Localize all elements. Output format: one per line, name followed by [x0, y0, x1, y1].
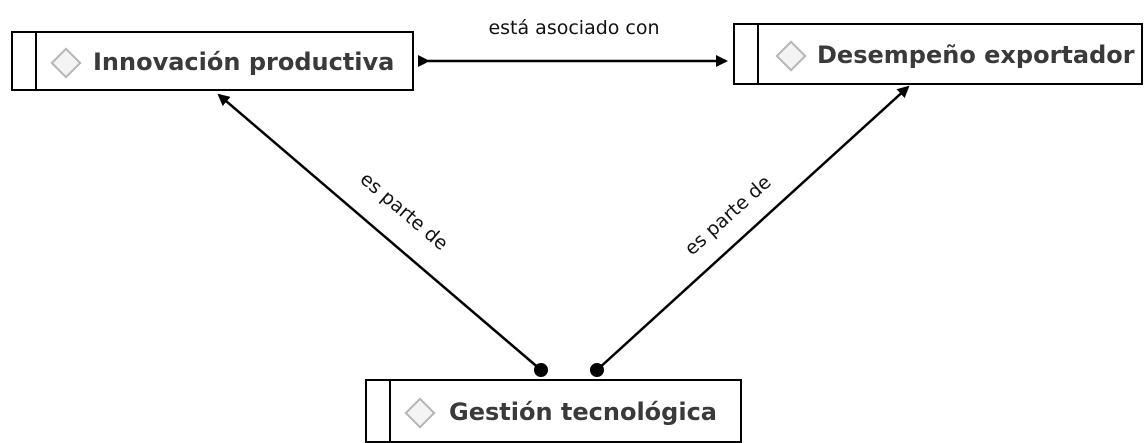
- part-of-right-connector[interactable]: [596, 85, 910, 371]
- diamond-icon: [775, 40, 807, 72]
- node-handle[interactable]: [367, 381, 391, 441]
- association-label: está asociado con: [488, 17, 659, 39]
- concept-label: Desempeño exportador: [817, 41, 1135, 69]
- part-of-left-label: es parte de: [356, 168, 452, 255]
- concept-label: Gestión tecnológica: [449, 398, 717, 426]
- concept-node-innovacion[interactable]: Innovación productiva: [11, 31, 414, 91]
- diamond-icon: [404, 397, 436, 429]
- diamond-icon: [50, 47, 82, 79]
- concept-node-desempeno[interactable]: Desempeño exportador: [733, 23, 1143, 85]
- concept-label: Innovación productiva: [93, 48, 395, 76]
- part-of-left-origin-dot: [534, 363, 548, 377]
- concept-node-gestion[interactable]: Gestión tecnológica: [365, 379, 742, 443]
- node-handle[interactable]: [13, 33, 37, 89]
- node-handle[interactable]: [735, 25, 759, 83]
- part-of-right-origin-dot: [590, 363, 604, 377]
- part-of-left-connector[interactable]: [217, 93, 542, 371]
- part-of-right-label: es parte de: [680, 171, 775, 260]
